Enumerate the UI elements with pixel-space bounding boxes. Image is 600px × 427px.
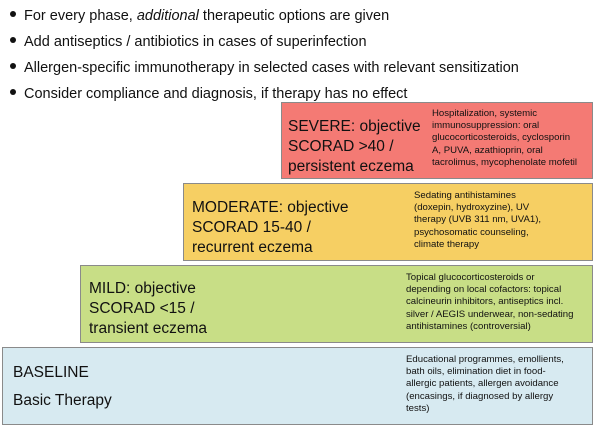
mild-label-line: MILD: objective <box>89 280 196 297</box>
bullet-icon <box>10 11 16 17</box>
note-text: Consider compliance and diagnosis, if th… <box>24 86 408 102</box>
moderate-label: MODERATE: objective SCORAD 15-40 / recur… <box>192 198 348 258</box>
mild-therapy: Topical glucocorticosteroids or dependin… <box>406 272 573 333</box>
note-item: Allergen-specific immunotherapy in selec… <box>10 55 595 81</box>
severe-label: SEVERE: objective SCORAD >40 / persisten… <box>288 117 421 177</box>
severe-therapy-line: A, PUVA, azathioprin, oral <box>432 144 543 156</box>
baseline-label: BASELINE Basic Therapy <box>13 359 112 415</box>
note-text-suffix: therapeutic options are given <box>198 8 390 24</box>
note-item: Consider compliance and diagnosis, if th… <box>10 81 595 107</box>
moderate-step: MODERATE: objective SCORAD 15-40 / recur… <box>183 183 593 261</box>
baseline-therapy-line: Educational programmes, emollients, <box>406 354 564 365</box>
severe-step: SEVERE: objective SCORAD >40 / persisten… <box>281 102 593 179</box>
moderate-therapy-line: psychosomatic counseling, <box>414 226 529 238</box>
severe-therapy-line: tacrolimus, mycophenolate mofetil <box>432 156 578 168</box>
baseline-step: BASELINE Basic Therapy Educational progr… <box>2 347 593 425</box>
mild-label-line: transient eczema <box>89 320 208 337</box>
mild-therapy-line: silver / AEGIS underwear, non-sedating <box>406 308 574 320</box>
mild-therapy-line: Topical glucocorticosteroids or <box>406 272 535 283</box>
baseline-therapy-line: (encasings, if diagnosed by allergy <box>406 390 554 402</box>
note-text: Add antiseptics / antibiotics in cases o… <box>24 34 367 50</box>
severe-therapy: Hospitalization, systemic immunosuppress… <box>432 108 577 169</box>
note-item: Add antiseptics / antibiotics in cases o… <box>10 29 595 55</box>
severe-label-line: persistent eczema <box>288 158 414 175</box>
mild-label-line: SCORAD <15 / <box>89 300 195 317</box>
mild-therapy-line: calcineurin inhibitors, antiseptics incl… <box>406 296 564 308</box>
mild-label: MILD: objective SCORAD <15 / transient e… <box>89 279 207 339</box>
moderate-therapy-line: therapy (UVB 311 nm, UVA1), <box>414 214 542 226</box>
baseline-therapy-line: allergic patients, allergen avoidance <box>406 378 559 390</box>
bullet-icon <box>10 63 16 69</box>
bullet-icon <box>10 37 16 43</box>
moderate-label-line: recurrent eczema <box>192 239 313 256</box>
note-text-emphasis: additional <box>136 8 199 24</box>
notes-list: For every phase, additional therapeutic … <box>10 3 595 107</box>
baseline-therapy-line: tests) <box>406 402 430 414</box>
moderate-therapy-line: Sedating antihistamines <box>414 190 516 201</box>
mild-step: MILD: objective SCORAD <15 / transient e… <box>80 265 593 343</box>
severe-therapy-line: Hospitalization, systemic <box>432 108 538 119</box>
moderate-label-line: MODERATE: objective <box>192 199 349 216</box>
baseline-label-line: Basic Therapy <box>13 392 112 409</box>
severe-therapy-line: glucocorticosteroids, cyclosporin <box>432 132 571 144</box>
mild-therapy-line: antihistamines (controversial) <box>406 320 531 332</box>
moderate-therapy-line: climate therapy <box>414 238 480 250</box>
severe-therapy-line: immunosuppression: oral <box>432 120 540 132</box>
bullet-icon <box>10 89 16 95</box>
severe-label-line: SEVERE: objective <box>288 118 421 135</box>
moderate-therapy: Sedating antihistamines (doxepin, hydrox… <box>414 190 541 251</box>
mild-therapy-line: depending on local cofactors: topical <box>406 284 562 296</box>
moderate-therapy-line: (doxepin, hydroxyzine), UV <box>414 202 530 214</box>
baseline-therapy: Educational programmes, emollients, bath… <box>406 354 564 415</box>
note-text: For every phase, additional therapeutic … <box>24 3 389 29</box>
note-item: For every phase, additional therapeutic … <box>10 3 595 29</box>
baseline-label-line: BASELINE <box>13 364 89 381</box>
severe-label-line: SCORAD >40 / <box>288 138 394 155</box>
note-text: Allergen-specific immunotherapy in selec… <box>24 60 519 76</box>
note-text-prefix: For every phase, <box>24 8 137 24</box>
moderate-label-line: SCORAD 15-40 / <box>192 219 311 236</box>
baseline-therapy-line: bath oils, elimination diet in food- <box>406 366 546 378</box>
